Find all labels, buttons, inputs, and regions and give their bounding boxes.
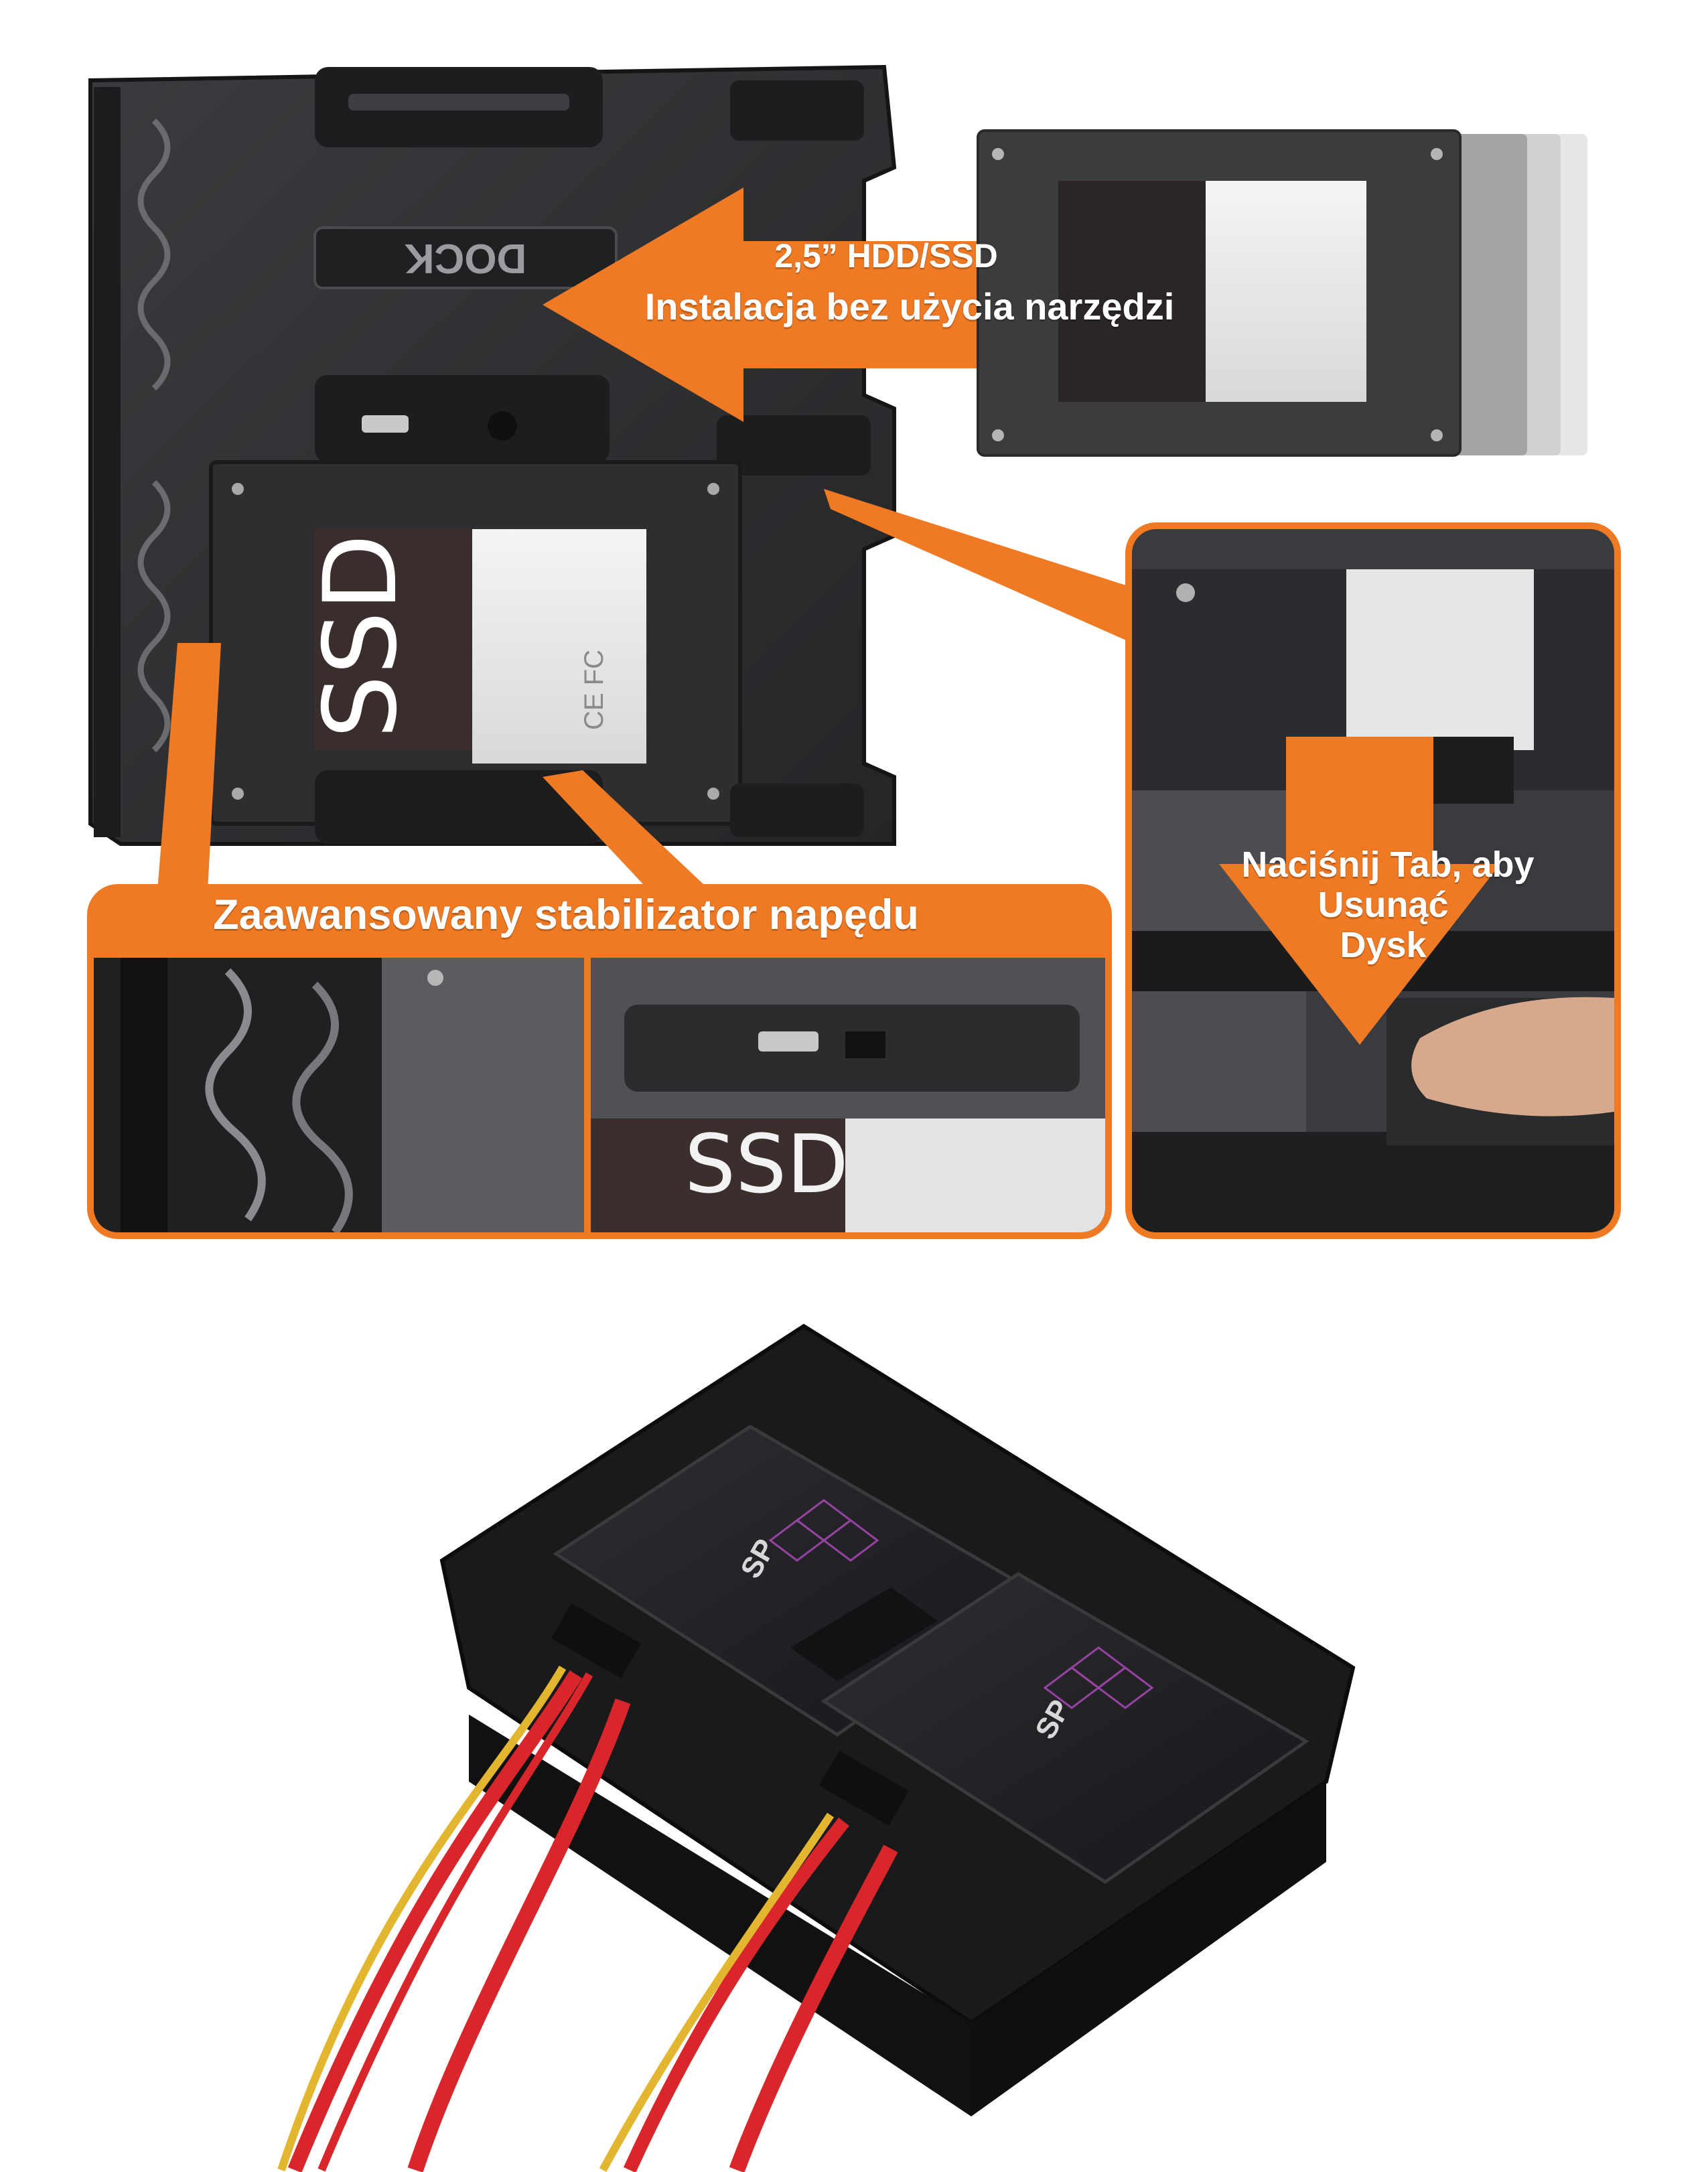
tab-callout-line3: Dysk xyxy=(1340,925,1427,965)
cert-mark-text: CE FC xyxy=(579,650,609,730)
tab-release-photo xyxy=(1132,529,1614,1232)
tab-callout-line1: Naciśnij Tab, aby xyxy=(1241,845,1535,885)
stabilizer-panel: SSD xyxy=(87,884,1112,1239)
tab-release-panel xyxy=(1125,522,1621,1239)
hdd-callout-line2: Instalacja bez użycia narzędzi xyxy=(644,285,1175,328)
stabilizer-closeup-left xyxy=(94,958,584,1232)
svg-text:SSD: SSD xyxy=(685,1118,849,1212)
dual-bracket-photo: DOCK SSD CE FC xyxy=(88,64,1587,891)
tab-callout-line2: Usunąć xyxy=(1318,885,1449,925)
ssd-pattern-left xyxy=(768,1499,879,1562)
stabilizer-closeup-right: SSD xyxy=(591,958,1105,1232)
hdd-callout-line1: 2,5” HDD/SSD xyxy=(774,237,998,275)
ssd-label-text: SSD xyxy=(303,534,419,739)
bracket-with-ssds-photo: SP SP xyxy=(277,1323,1356,2172)
dock-mark-text: DOCK xyxy=(405,235,527,281)
ssd-pattern-right xyxy=(1043,1646,1154,1709)
stabilizer-callout: Zaawansowany stabilizator napędu xyxy=(213,891,919,938)
